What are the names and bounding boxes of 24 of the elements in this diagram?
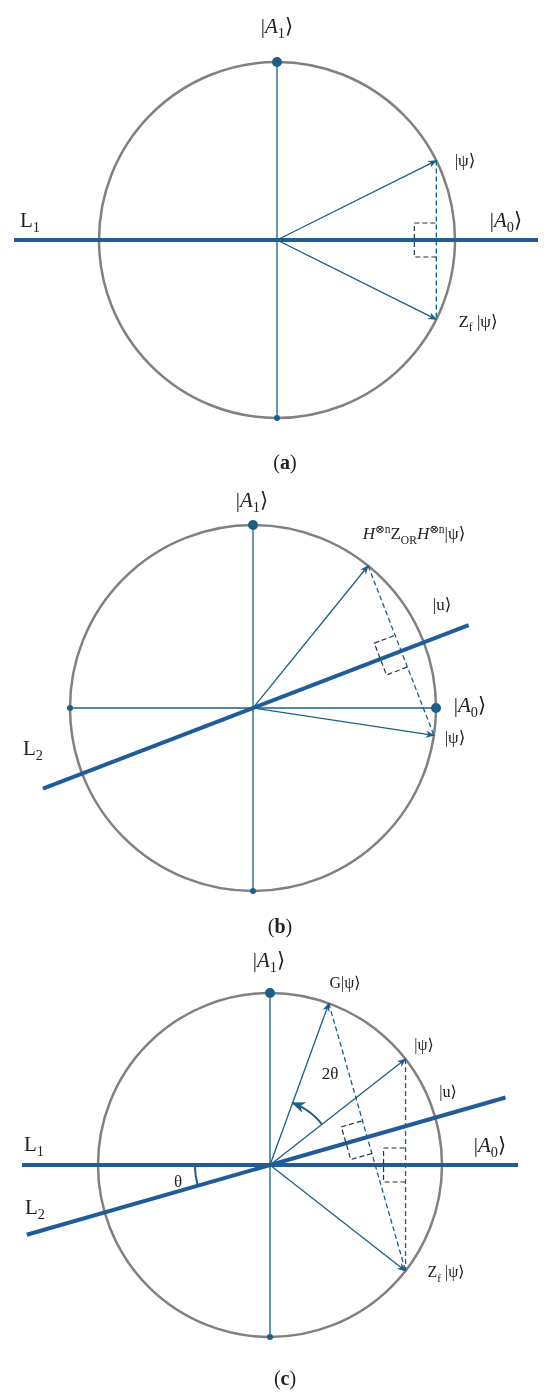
state-label: Z$_{f}$ |ψ⟩ bbox=[458, 312, 498, 334]
panel-caption: (b) bbox=[267, 916, 293, 936]
state-label: |ψ⟩ bbox=[414, 1037, 434, 1053]
state-label: |ψ⟩ bbox=[454, 151, 476, 169]
state-label: |ψ⟩ bbox=[444, 728, 466, 746]
state-label: |A$_{0}$⟩ bbox=[473, 1134, 507, 1160]
angle-label: 2θ bbox=[321, 1064, 339, 1082]
state-label: Z$_{f}$ |ψ⟩ bbox=[427, 1264, 465, 1284]
line-label: L$_{1}$ bbox=[24, 1133, 44, 1159]
state-label: |u⟩ bbox=[432, 595, 452, 613]
state-label: H$^{⊗n}$Z$_{OR}$H$^{⊗n}$|ψ⟩ bbox=[362, 523, 466, 547]
angle-label: θ bbox=[173, 1172, 183, 1190]
state-label: |u⟩ bbox=[439, 1084, 457, 1100]
state-label: G|ψ⟩ bbox=[329, 975, 361, 991]
state-label: |A$_{0}$⟩ bbox=[453, 694, 487, 720]
panel-caption: (a) bbox=[273, 452, 297, 472]
state-label: |A$_{1}$⟩ bbox=[260, 15, 294, 41]
line-label: L$_{2}$ bbox=[23, 737, 43, 763]
line-label: L$_{2}$ bbox=[25, 1196, 45, 1222]
line-label: L$_{1}$ bbox=[20, 209, 40, 235]
panel-caption: (c) bbox=[273, 1368, 297, 1388]
state-label: |A$_{1}$⟩ bbox=[235, 489, 269, 515]
state-label: |A$_{0}$⟩ bbox=[489, 209, 523, 235]
state-label: |A$_{1}$⟩ bbox=[252, 949, 286, 975]
